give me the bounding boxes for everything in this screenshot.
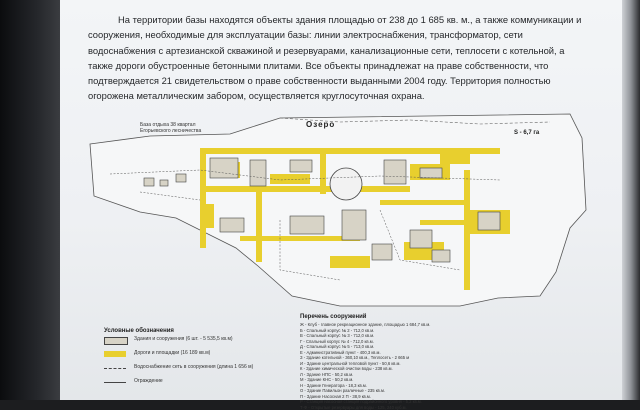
legend-item-building: Здания и сооружения (6 шт. - 5 535,5 кв.… xyxy=(104,334,324,348)
paragraph-line: На территории базы находятся объекты зда… xyxy=(88,12,588,27)
legend-text: Водоснабжение сеть в сооружения (длина 1… xyxy=(134,364,253,370)
legend-item-fence: Ограждение xyxy=(104,376,324,390)
territory-boundary xyxy=(90,114,586,306)
intro-paragraph: На территории базы находятся объекты зда… xyxy=(88,12,588,104)
round-area xyxy=(330,168,362,200)
structure-item: Т-Ф - Открытые резервуары для воды - 125… xyxy=(300,405,550,410)
legend-swatch xyxy=(104,368,126,369)
paragraph-line: водоснабжения с артезианской скважиной и… xyxy=(88,43,588,58)
structures-title: Перечень сооружений xyxy=(300,314,550,320)
document-page: На территории базы находятся объекты зда… xyxy=(60,0,622,400)
paragraph-line: также дороги обустроенные бетонными плит… xyxy=(88,58,588,73)
legend-text: Дороги и площадки (16 189 кв.м) xyxy=(134,350,210,356)
paragraph-line: сооружения, необходимые для эксплуатации… xyxy=(88,27,588,42)
legend-item-road: Дороги и площадки (16 189 кв.м) xyxy=(104,348,324,362)
monitor-bezel-left xyxy=(0,0,60,400)
legend: Условные обозначения Здания и сооружения… xyxy=(104,328,324,390)
legend-item-water: Водоснабжение сеть в сооружения (длина 1… xyxy=(104,362,324,376)
lake-label: Озеро xyxy=(306,120,335,129)
area-label: S - 6,7 га xyxy=(514,130,539,136)
paragraph-line: подтверждается 21 свидетельством о праве… xyxy=(88,73,588,88)
plan-header-line2: Егорьевского лесничества xyxy=(140,128,201,134)
legend-swatch xyxy=(104,351,126,357)
monitor-bezel-right xyxy=(622,0,640,400)
legend-text: Здания и сооружения (6 шт. - 5 535,5 кв.… xyxy=(134,336,233,342)
structures-list: Перечень сооружений Ж - Клуб - главное р… xyxy=(300,314,550,410)
site-plan: База отдыха 38 квартал Егорьевского лесн… xyxy=(80,100,600,400)
legend-swatch xyxy=(104,382,126,383)
structures-items: Ж - Клуб - главное рекреационное здание,… xyxy=(300,322,550,410)
legend-text: Ограждение xyxy=(134,378,163,384)
legend-swatch xyxy=(104,337,128,345)
